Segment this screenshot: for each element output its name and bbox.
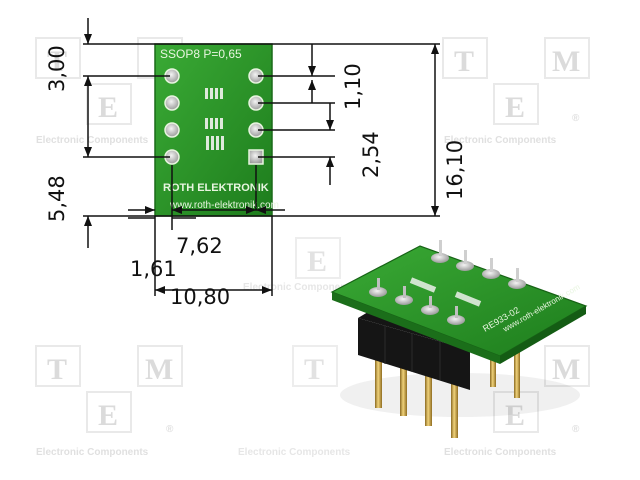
watermark-caption: Electronic Components [243, 282, 356, 293]
watermark-letter: T [454, 45, 474, 78]
watermark-letter: E [505, 91, 525, 124]
dim-left-offset: 5,48 [45, 175, 69, 222]
dim-row-spacing: 7,62 [176, 234, 223, 258]
watermark-letter: E [98, 91, 118, 124]
dim-pitch-small: 1,10 [341, 63, 365, 110]
watermark-caption: Electronic Components [444, 447, 557, 458]
pcb-3d-pads [369, 240, 526, 325]
watermark-letter: M [145, 353, 173, 386]
pcb-brand: ROTH ELEKTRONIK [163, 182, 269, 194]
watermark-letter: T [47, 45, 67, 78]
watermark-letter: T [47, 353, 67, 386]
watermark-left-top: T E Electronic Components [35, 37, 183, 146]
watermark-registered: ® [572, 113, 580, 124]
watermark-bottom-left: T M E Electronic Components ® [35, 345, 183, 458]
watermark-registered: ® [572, 424, 580, 435]
watermark-caption: Electronic Components [444, 135, 557, 146]
watermark-top-right: T M E Electronic Components ® [442, 37, 590, 146]
watermark-bottom-right: M E Electronic Components ® [444, 345, 590, 458]
dimension-arrowheads [84, 34, 439, 294]
header-pins [375, 338, 520, 438]
dim-edge-offset: 1,61 [130, 257, 177, 281]
watermark-caption: Electronic Components [36, 135, 149, 146]
watermark-letter: T [304, 353, 324, 386]
watermark-letter: M [552, 45, 580, 78]
watermark-letter: E [307, 245, 327, 278]
watermark-caption: Electronic Components [238, 447, 351, 458]
watermark-middle: E Electronic Components [243, 237, 356, 293]
watermark-letter: M [552, 353, 580, 386]
watermark-letter: E [505, 399, 525, 432]
dim-top-offset: 3,00 [45, 45, 69, 92]
watermark-caption: Electronic Components [36, 447, 149, 458]
watermark-letter: E [98, 399, 118, 432]
ssop-pads-upper [205, 88, 224, 150]
dim-height: 16,10 [443, 140, 467, 200]
product-photo: RE933-02 www.roth-elektronik.com [330, 240, 588, 438]
pcb-website: www.roth-elektronik.com [169, 200, 279, 211]
dim-pitch: 2,54 [359, 131, 383, 178]
dimension-labels: 3,00 5,48 1,10 2,54 16,10 7,62 1,61 10,8… [45, 45, 467, 309]
dim-width: 10,80 [170, 285, 230, 309]
watermark-registered: ® [166, 424, 174, 435]
watermark-bottom-center: T Electronic Components [238, 345, 351, 458]
pcb-part-label: SSOP8 P=0,65 [160, 47, 242, 61]
